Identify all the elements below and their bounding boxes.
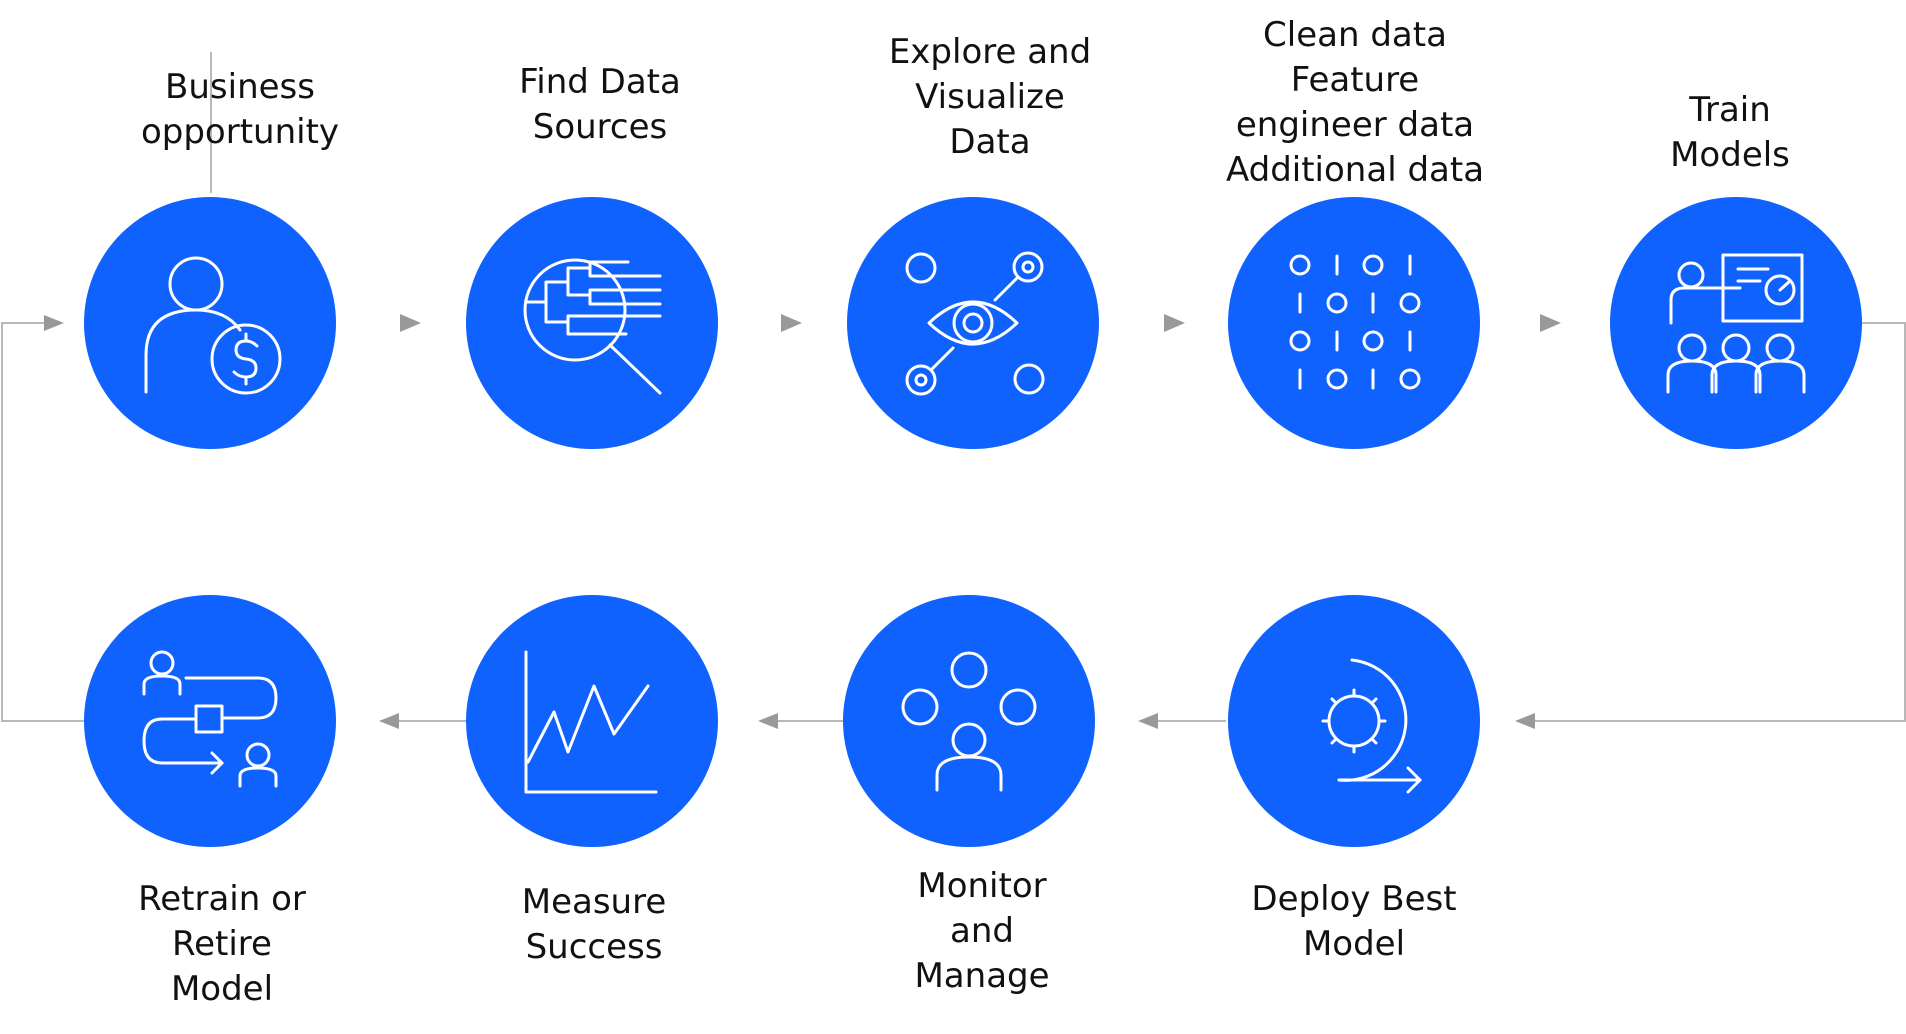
step-7-label: Monitor and Manage (852, 864, 1112, 999)
step-9-label: Retrain or Retire Model (92, 877, 352, 1012)
step-6-circle (1228, 595, 1480, 847)
arrow-4-5 (1540, 314, 1561, 332)
step-4-label-line-3: engineer data (1235, 105, 1475, 145)
step-3-circle (847, 197, 1099, 449)
step-7-label-line-3: Manage (914, 956, 1050, 996)
step-9-label-line-3: Model (170, 969, 274, 1009)
eye-network-icon (905, 251, 1045, 396)
binary-data-icon (1289, 254, 1421, 390)
step-7-circle (843, 595, 1095, 847)
step-3-label-line-3: Data (949, 122, 1031, 162)
workflow-handoff-icon (142, 650, 278, 788)
left-return-arrowhead (44, 315, 64, 331)
step-5-label: Train Models (1600, 88, 1860, 178)
step-2-circle (466, 197, 718, 449)
arrow-2-3 (781, 314, 802, 332)
step-8-label-line-1: Measure (521, 882, 667, 922)
step-4-label-line-4: Additional data (1225, 150, 1485, 190)
top-row-arrows (400, 314, 1561, 332)
step-4-label: Clean data Feature engineer data Additio… (1210, 13, 1500, 193)
step-5-label-line-1: Train (1689, 90, 1771, 130)
step-5-circle (1610, 197, 1862, 449)
left-return-connector (1, 322, 84, 722)
line-chart-icon (524, 650, 658, 794)
step-1-circle (84, 197, 336, 449)
step-6-label-line-1: Deploy Best (1251, 879, 1457, 919)
step-4-circle (1228, 197, 1480, 449)
presentation-training-icon (1666, 253, 1806, 394)
step-8-label: Measure Success (464, 880, 724, 970)
step-4-label-line-1: Clean data (1263, 15, 1447, 55)
step-1-label-line-1: Business (165, 67, 315, 107)
step-9-label-line-2: Retire (172, 924, 272, 964)
step-9-label-line-1: Retrain or (138, 879, 306, 919)
arrow-1-2 (400, 314, 421, 332)
arrow-8-9 (379, 713, 399, 729)
step-circles (84, 197, 1862, 847)
step-3-label-line-1: Explore and (888, 32, 1092, 72)
step-4-label-line-2: Feature (1290, 60, 1420, 100)
right-return-arrowhead (1515, 713, 1535, 729)
step-8-circle (466, 595, 718, 847)
right-return-connector (1532, 322, 1906, 722)
step-3-label-line-2: Visualize (915, 77, 1065, 117)
gear-cycle-icon (1321, 658, 1422, 794)
step-5-label-line-2: Models (1670, 135, 1790, 175)
arrow-7-8 (758, 713, 778, 729)
step-8-label-line-2: Success (525, 927, 663, 967)
arrow-3-4 (1164, 314, 1185, 332)
bottom-row-arrows (379, 713, 1226, 729)
step-2-label: Find Data Sources (470, 60, 730, 150)
step-6-label: Deploy Best Model (1224, 877, 1484, 967)
people-network-icon (901, 651, 1037, 792)
loop-connectors (1, 52, 1906, 729)
data-search-icon (523, 258, 662, 395)
step-6-label-line-2: Model (1302, 924, 1406, 964)
step-1-label: Business opportunity (110, 65, 370, 155)
person-dollar-icon (144, 256, 282, 395)
step-2-label-line-2: Sources (532, 107, 668, 147)
step-2-label-line-1: Find Data (519, 62, 681, 102)
step-1-label-line-2: opportunity (140, 112, 340, 152)
step-7-label-line-2: and (950, 911, 1014, 951)
step-9-circle (84, 595, 336, 847)
step-7-label-line-1: Monitor (917, 866, 1047, 906)
arrow-6-7 (1138, 713, 1158, 729)
step-3-label: Explore and Visualize Data (860, 30, 1120, 165)
